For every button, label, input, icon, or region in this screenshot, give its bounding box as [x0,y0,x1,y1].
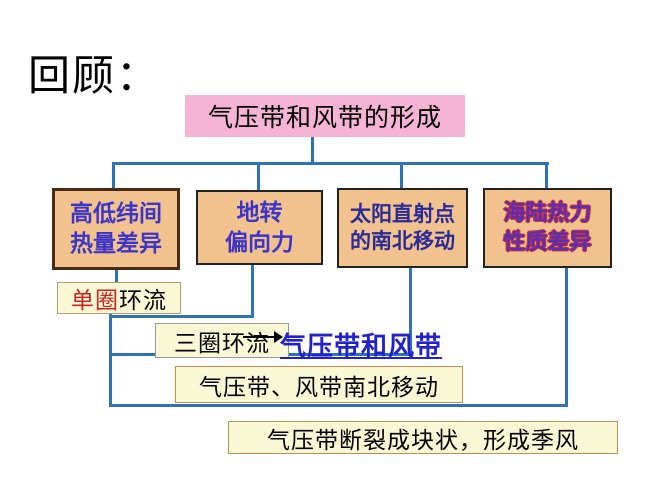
cause-box-land-sea-thermal: 海陆热力 性质差异 [483,188,612,268]
cause-line: 偏向力 [225,229,294,255]
connector-drop-cause3 [400,162,403,190]
connector-left-trunk [109,312,112,407]
cause-line: 高低纬间 [70,201,162,227]
belts-hyperlink[interactable]: 气压带和风带 [280,332,443,361]
connector-drop-cause4 [545,162,548,190]
root-topic-box: 气压带和风带的形成 [185,95,465,137]
cause-line: 的南北移动 [350,229,455,253]
outcome-box-seasonal-shift: 气压带、风带南北移动 [175,366,463,403]
connector-top-rail [112,162,549,165]
arrow-line [243,336,275,338]
cause-line: 太阳直射点 [350,201,455,226]
connector-drop-cause2 [257,162,260,192]
outcome-box-triple-circulation: 三圈环流 [155,323,289,358]
cause-line: 地转 [236,199,283,225]
outcome-highlight-text: 单圈 [71,288,119,313]
arrow-right-icon [274,331,283,343]
connector-rail-triple [109,315,254,318]
cause-line: 热量差异 [70,231,162,256]
cause-line: 海陆热力 [503,200,592,226]
page-title: 回顾： [28,54,161,100]
connector-cause1-to-single [115,266,118,282]
cause-box-subsolar-point: 太阳直射点 的南北移动 [337,188,468,268]
connector-drop-cause1 [112,162,115,190]
connector-root-stem [311,136,314,165]
outcome-box-single-circulation: 单圈环流 [57,282,181,314]
cause-box-coriolis: 地转 偏向力 [196,190,323,265]
outcome-box-monsoon: 气压带断裂成块状，形成季风 [228,421,618,454]
connector-cause3-drop [409,266,412,356]
cause-line: 性质差异 [503,229,592,254]
connector-cause2-drop [251,263,254,318]
connector-rail-shift [109,404,568,407]
connector-cause4-drop [565,266,568,407]
outcome-rest-text: 环流 [119,288,167,313]
cause-box-latitude-heat: 高低纬间 热量差异 [52,188,180,270]
